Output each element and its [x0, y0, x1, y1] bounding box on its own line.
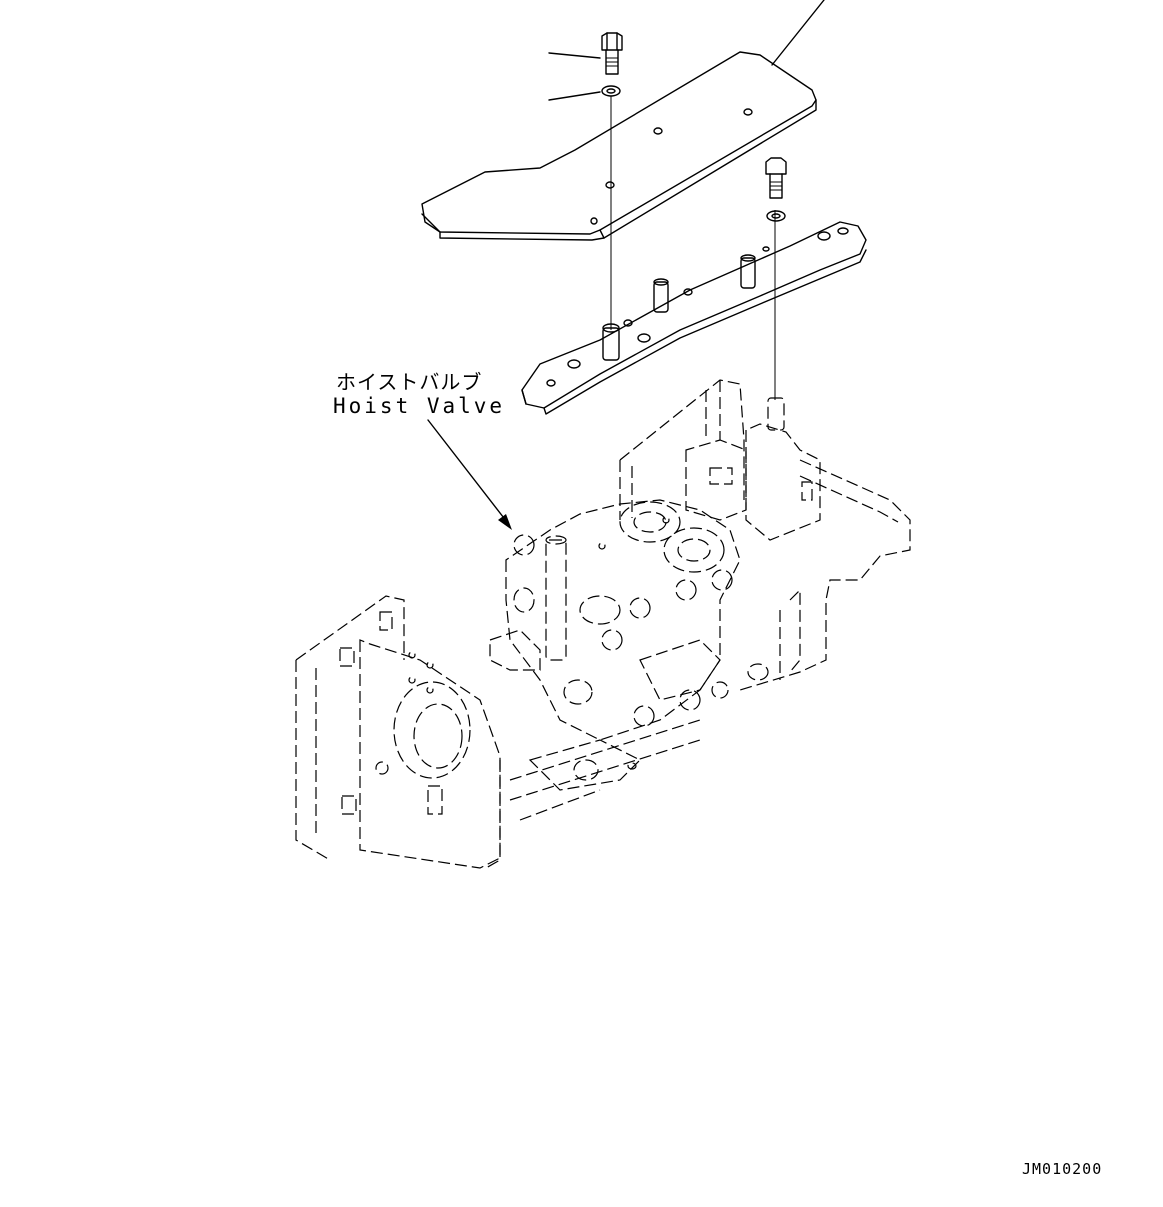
- right-support-block: [685, 397, 821, 541]
- bolt-leader-line: [548, 52, 601, 59]
- hoist-valve-label-en: Hoist Valve: [333, 394, 506, 418]
- bolt-top: [601, 32, 623, 75]
- back-frame: [295, 379, 911, 869]
- hoist-valve-body: [489, 499, 769, 791]
- cover-leader-line: [771, 0, 825, 66]
- hoist-valve-callout-arrow: [427, 419, 512, 530]
- washer-leader-line: [548, 91, 601, 101]
- valve-lever: [779, 588, 801, 680]
- washer-right: [766, 210, 786, 222]
- mounting-bracket: [521, 221, 867, 415]
- drawing-code: JM010200: [1022, 1160, 1103, 1178]
- washer-top: [601, 85, 621, 97]
- front-frame-plate: [339, 611, 501, 869]
- bolt-right: [765, 157, 787, 199]
- hoist-valve-label-jp: ホイストバルブ: [336, 370, 483, 394]
- cover-plate: [421, 51, 817, 241]
